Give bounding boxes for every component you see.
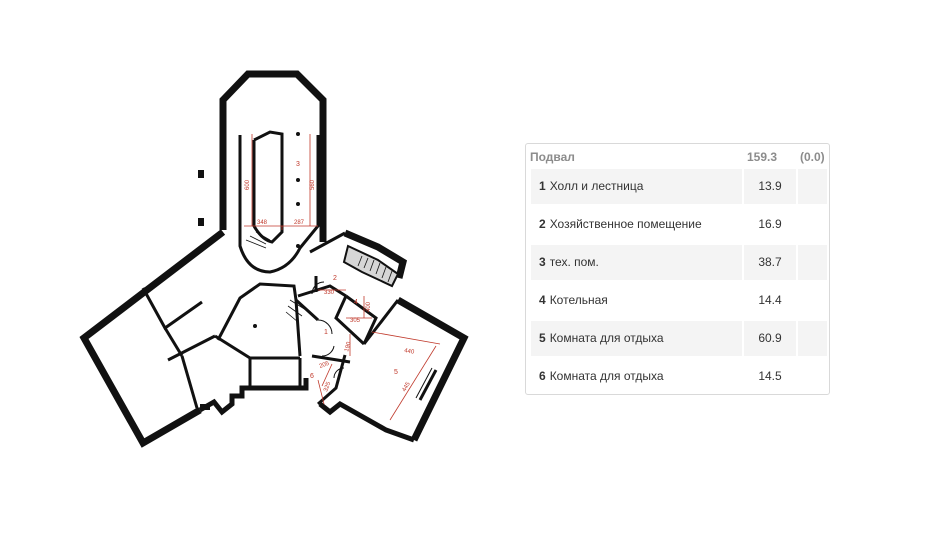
dim-label: 205 xyxy=(319,361,331,370)
dim-label: 325 xyxy=(323,381,332,393)
room-extra xyxy=(798,245,827,280)
room-area: 14.5 xyxy=(758,369,782,383)
doors xyxy=(311,281,345,379)
room-extra xyxy=(798,283,827,318)
room-number: 3 xyxy=(296,161,300,168)
total-area: 159.3 xyxy=(747,150,778,164)
room-area: 14.4 xyxy=(758,293,782,307)
extra-area: (0.0) xyxy=(800,150,825,164)
dim-label: 330 xyxy=(324,290,335,296)
room-index: 5 xyxy=(539,331,546,345)
dim-label: 440 xyxy=(404,348,416,356)
room-extra xyxy=(798,359,827,394)
room-extra xyxy=(798,169,827,204)
dim-label: 287 xyxy=(294,220,305,226)
room-extra xyxy=(798,321,827,356)
room-number: 4 xyxy=(354,299,358,306)
wall-stubs xyxy=(198,170,210,410)
room-name: Котельная xyxy=(549,293,608,307)
dim-label: 445 xyxy=(402,381,413,393)
room-numbers: 1 2 3 4 5 6 xyxy=(296,161,398,380)
bottom-wall xyxy=(198,378,415,443)
room-number: 1 xyxy=(324,329,328,336)
dim-label: 600 xyxy=(245,179,251,190)
room-area: 13.9 xyxy=(744,169,796,204)
dim-label: 560 xyxy=(310,179,316,190)
dim-label: 348 xyxy=(257,220,268,226)
outer-walls xyxy=(79,70,469,448)
room-index: 1 xyxy=(539,179,546,193)
room-area: 38.7 xyxy=(744,245,796,280)
dimension-texts: 600 560 348 287 330 400 305 190 440 445 … xyxy=(245,179,415,393)
room-index: 4 xyxy=(539,293,546,307)
staircase xyxy=(245,231,400,323)
room-name: Холл и лестница xyxy=(549,179,644,193)
room-area: 60.9 xyxy=(744,321,796,356)
interior-walls xyxy=(141,130,400,409)
room-extra xyxy=(798,207,827,242)
area-table-header: Подвал 159.3 (0.0) xyxy=(530,150,826,164)
floor-title: Подвал xyxy=(530,150,575,164)
window xyxy=(415,367,438,401)
room-index: 6 xyxy=(539,369,546,383)
dim-label: 305 xyxy=(350,318,361,324)
room-name: Хозяйственное помещение xyxy=(549,217,702,231)
column-dots xyxy=(253,132,300,328)
room-name: тех. пом. xyxy=(549,255,599,269)
room-number: 2 xyxy=(333,275,337,282)
dim-label: 190 xyxy=(344,341,353,353)
room-index: 2 xyxy=(539,217,546,231)
room-number: 5 xyxy=(394,369,398,376)
dim-label: 400 xyxy=(366,301,372,312)
room-name: Комната для отдыха xyxy=(549,331,664,345)
room-number: 6 xyxy=(310,373,314,380)
room-name: Комната для отдыха xyxy=(549,369,664,383)
room-area: 16.9 xyxy=(758,217,782,231)
room-index: 3 xyxy=(539,255,546,269)
dimension-lines xyxy=(244,134,441,421)
